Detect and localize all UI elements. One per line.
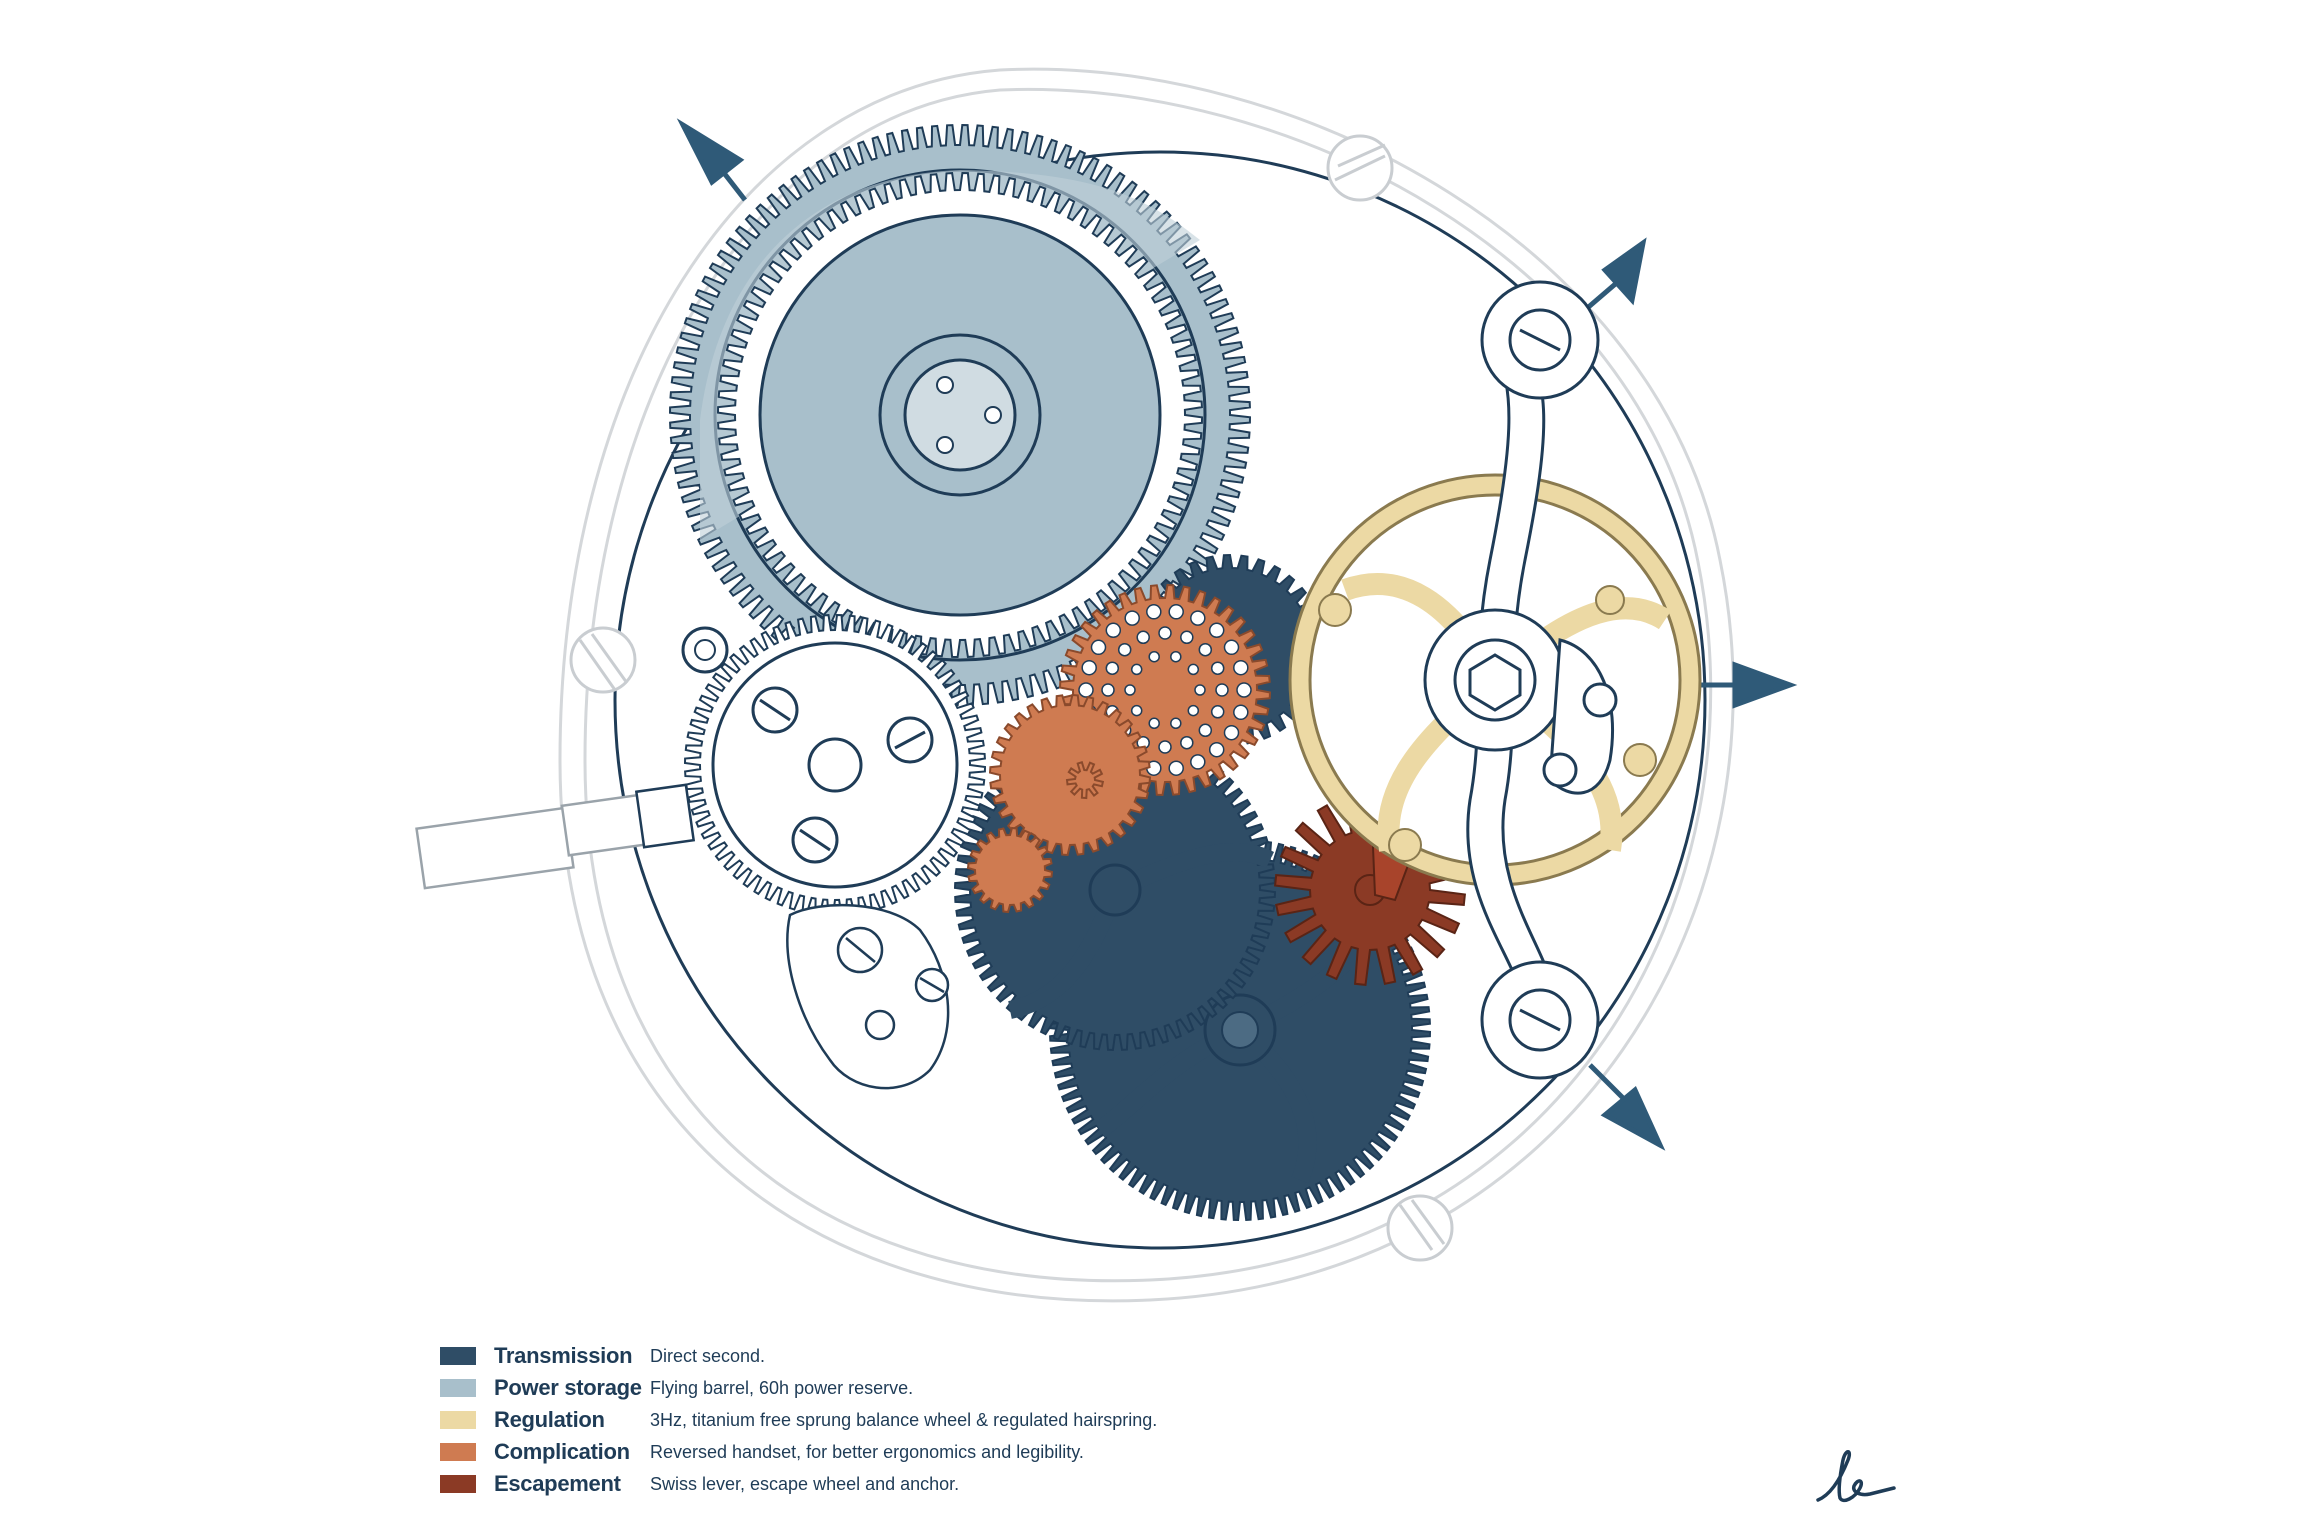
- plate-screws: [569, 134, 1454, 1262]
- wheel-hole: [1223, 724, 1240, 741]
- wheel-hole: [1090, 639, 1107, 656]
- legend-row-transmission: Transmission Direct second.: [440, 1340, 1340, 1372]
- wheel-hole: [1190, 754, 1206, 770]
- barrel-gear: [668, 123, 1252, 707]
- wheel-hole: [1210, 661, 1225, 675]
- wheel-hole: [1170, 650, 1182, 663]
- wheel-hole: [1180, 735, 1194, 750]
- ratchet-wheel: [681, 613, 987, 917]
- wheel-hole: [1158, 740, 1172, 754]
- legend-swatch: [440, 1443, 476, 1461]
- wheel-hole: [1233, 659, 1249, 676]
- wheel-hole: [1208, 622, 1225, 639]
- gear-teeth: [1065, 761, 1105, 800]
- gear-teeth: [966, 826, 1054, 914]
- wheel-hole: [1081, 659, 1097, 676]
- legend-swatch: [440, 1379, 476, 1397]
- legend-name: Regulation: [494, 1407, 605, 1432]
- wheel-hole: [1136, 630, 1150, 645]
- gear-teeth: [988, 693, 1152, 857]
- wheel-hole: [1208, 741, 1225, 758]
- legend-name: Power storage: [494, 1375, 642, 1400]
- arrow-top-right-icon: [1583, 237, 1647, 312]
- legend-description: Swiss lever, escape wheel and anchor.: [650, 1473, 960, 1494]
- wheel-hole: [1146, 604, 1162, 620]
- wheel-hole: [1198, 642, 1213, 657]
- setting-mechanism: [786, 903, 950, 1090]
- wheel-hole: [1190, 610, 1206, 626]
- wheel-hole: [1105, 661, 1120, 675]
- screw-top: [1326, 134, 1394, 202]
- wheel-hole: [1148, 650, 1160, 663]
- wheel-hole: [1105, 622, 1122, 639]
- legend-description: Direct second.: [650, 1345, 766, 1366]
- wheel-hole: [1223, 639, 1240, 656]
- legend-description: Flying barrel, 60h power reserve.: [650, 1377, 914, 1398]
- wheel-hole: [1187, 663, 1200, 676]
- wheel-hole: [1194, 684, 1206, 696]
- legend-row-power-storage: Power storage Flying barrel, 60h power r…: [440, 1372, 1340, 1404]
- wheel-hole: [1236, 682, 1252, 698]
- wheel-hole: [1168, 604, 1184, 620]
- wheel-hole: [1124, 684, 1136, 696]
- legend-description: 3Hz, titanium free sprung balance wheel …: [650, 1409, 1158, 1430]
- screw-left: [569, 626, 637, 694]
- legend-row-complication: Complication Reversed handset, for bette…: [440, 1436, 1340, 1468]
- main-plate: [613, 150, 1707, 1250]
- arrow-right-icon: [1700, 661, 1798, 709]
- wheel-hole: [1170, 717, 1182, 730]
- wheel-hole: [1078, 682, 1094, 698]
- arrow-bottom-right-icon: [1588, 1063, 1666, 1151]
- legend: Transmission Direct second. Power storag…: [440, 1340, 1340, 1500]
- wheel-hole: [1130, 663, 1143, 676]
- star-pinion: [1065, 761, 1105, 800]
- arrow-top-left-icon: [676, 118, 747, 202]
- wheel-hole: [1233, 704, 1249, 721]
- wheel-hole: [1148, 717, 1160, 730]
- wheel-hole: [1130, 704, 1143, 717]
- legend-name: Escapement: [494, 1471, 621, 1496]
- legend-description: Reversed handset, for better ergonomics …: [650, 1441, 1084, 1462]
- legend-row-escapement: Escapement Swiss lever, escape wheel and…: [440, 1468, 1340, 1500]
- wheel-hole: [1187, 704, 1200, 717]
- balance-bridge: [1423, 280, 1618, 1080]
- legend-name: Complication: [494, 1439, 630, 1464]
- legend-swatch: [440, 1411, 476, 1429]
- winding-stem: [415, 783, 696, 890]
- wheel-hole: [1198, 723, 1213, 738]
- cannon-pinion: [966, 826, 1054, 914]
- legend-row-regulation: Regulation 3Hz, titanium free sprung bal…: [440, 1404, 1340, 1436]
- wheel-hole: [1168, 760, 1184, 776]
- wheel-hole: [1215, 683, 1229, 697]
- wheel-hole: [1101, 683, 1115, 697]
- signature-logo-icon: [1816, 1450, 1896, 1503]
- legend-swatch: [440, 1347, 476, 1365]
- screw-bottom: [1386, 1194, 1454, 1262]
- wheel-hole: [1180, 630, 1194, 645]
- legend-swatch: [440, 1475, 476, 1493]
- wheel-hole: [1158, 626, 1172, 640]
- legend-name: Transmission: [494, 1343, 633, 1368]
- wheel-hole: [1210, 705, 1225, 719]
- complication-gears: [966, 583, 1272, 914]
- minute-wheel: [988, 693, 1152, 857]
- wheel-hole: [1117, 642, 1132, 657]
- wheel-hole: [1124, 610, 1140, 626]
- direction-arrows: [676, 118, 1798, 1151]
